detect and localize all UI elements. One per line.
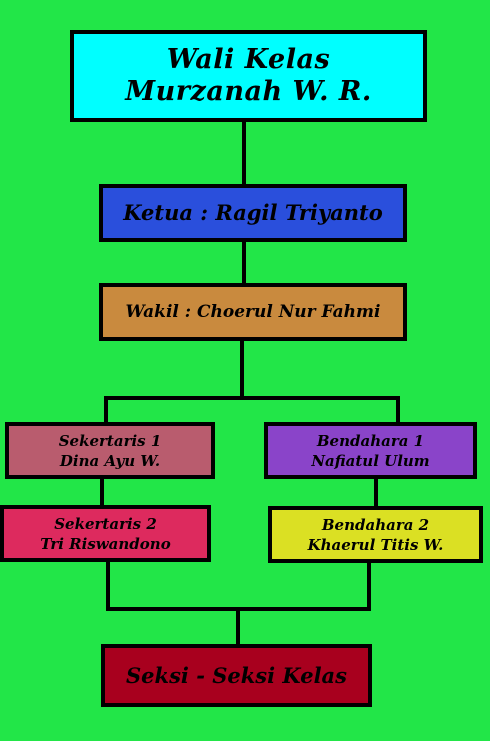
sekretaris-2-box: Sekertaris 2 Tri Riswandono: [0, 505, 211, 562]
bendahara-2-role: Bendahara 2: [321, 515, 430, 534]
connector-left-bottom: [106, 559, 110, 610]
bendahara-1-name: Nafiatul Ulum: [311, 451, 430, 470]
seksi-box: Seksi - Seksi Kelas: [101, 644, 372, 707]
connector-ben1-ben2: [374, 476, 378, 509]
connector-ketua-wakil: [242, 240, 246, 285]
wakil-box: Wakil : Choerul Nur Fahmi: [99, 283, 407, 341]
connector-right-bottom: [367, 560, 371, 610]
connector-wali-ketua: [242, 119, 246, 186]
connector-wakil-split: [240, 339, 244, 399]
sekretaris-1-box: Sekertaris 1 Dina Ayu W.: [5, 422, 215, 479]
connector-top-horizontal: [104, 396, 400, 400]
bendahara-1-box: Bendahara 1 Nafiatul Ulum: [264, 422, 477, 479]
connector-sek1-sek2: [100, 476, 104, 508]
ketua-label: Ketua : Ragil Triyanto: [123, 200, 383, 225]
bendahara-2-box: Bendahara 2 Khaerul Titis W.: [268, 506, 483, 563]
seksi-label: Seksi - Seksi Kelas: [126, 662, 347, 688]
sekretaris-1-role: Sekertaris 1: [58, 431, 162, 450]
sekretaris-2-name: Tri Riswandono: [40, 534, 171, 553]
bendahara-1-role: Bendahara 1: [316, 431, 425, 450]
connector-right-drop: [396, 396, 400, 425]
ketua-box: Ketua : Ragil Triyanto: [99, 184, 407, 242]
sekretaris-2-role: Sekertaris 2: [54, 514, 157, 533]
connector-to-seksi: [236, 607, 240, 646]
sekretaris-1-name: Dina Ayu W.: [59, 451, 161, 470]
wali-kelas-title: Wali Kelas: [166, 44, 331, 75]
wali-kelas-name: Murzanah W. R.: [125, 76, 372, 107]
wali-kelas-box: Wali Kelas Murzanah W. R.: [70, 30, 427, 122]
wakil-label: Wakil : Choerul Nur Fahmi: [125, 302, 381, 322]
connector-left-drop: [104, 396, 108, 425]
bendahara-2-name: Khaerul Titis W.: [307, 535, 444, 554]
